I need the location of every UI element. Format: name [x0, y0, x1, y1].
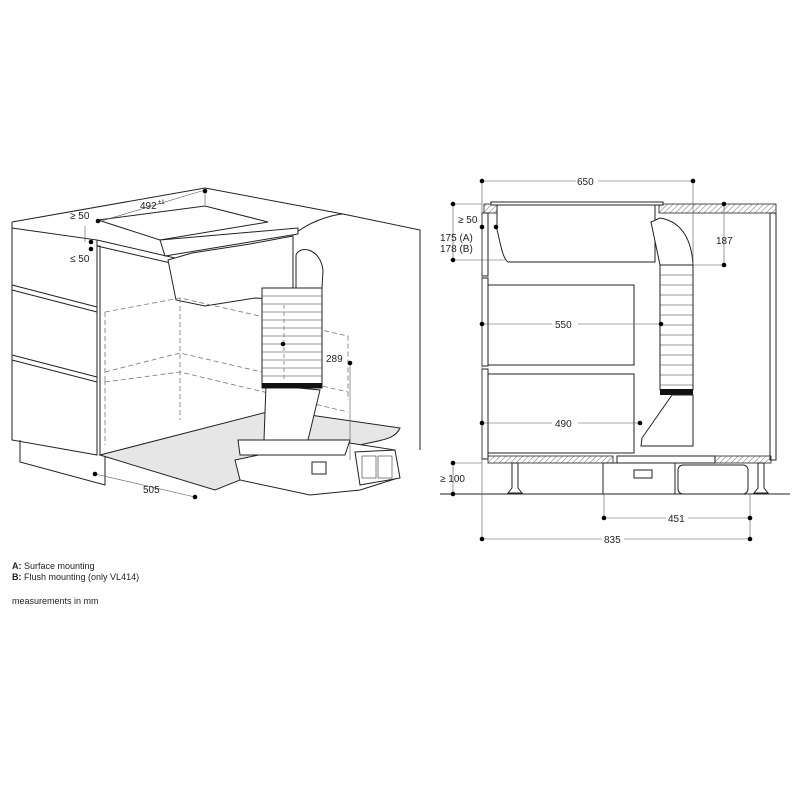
duct-elbow [295, 249, 324, 289]
legend-a: A: Surface mounting [12, 561, 95, 572]
duct-seal [660, 389, 693, 395]
units-note: measurements in mm [12, 596, 99, 606]
plinth [19, 440, 106, 486]
dim-178: 178 (B) [440, 244, 473, 255]
drawer-front-lower [481, 368, 489, 460]
base-left [487, 455, 614, 464]
dim-min-top: ≥ 50 [70, 211, 90, 222]
cabinet-side [97, 245, 101, 455]
duct-outlet [677, 464, 749, 495]
connector [311, 461, 327, 475]
dim-width-tolerance: ±1 [158, 200, 165, 206]
dim-height: 289 [326, 354, 343, 365]
worktop-right [658, 203, 777, 214]
foot-right [752, 462, 770, 494]
hob-body [496, 204, 656, 263]
dim-650: 650 [577, 177, 594, 188]
dim-min-50: ≥ 50 [458, 215, 478, 226]
legend-b-text: Flush mounting (only VL414) [24, 572, 140, 582]
duct-ribs [660, 274, 693, 386]
dim-max-top: ≤ 50 [70, 254, 90, 265]
duct-transition [640, 394, 694, 447]
legend-a-key: A: [12, 561, 22, 571]
dim-width: 492 [140, 201, 157, 212]
duct-elbow [650, 217, 694, 266]
hob-glass [159, 227, 299, 257]
duct-ribs [262, 295, 322, 377]
perspective-view: 492 ±1 ≥ 50 ≤ 50 289 505 [11, 187, 421, 500]
legend-b: B: Flush mounting (only VL414) [12, 572, 139, 583]
side-panel-top [481, 212, 489, 277]
drawer-lines [11, 284, 98, 383]
flex-duct [261, 287, 323, 389]
legend-b-key: B: [12, 572, 22, 582]
dim-490: 490 [555, 419, 572, 430]
cabinet-back [769, 212, 777, 461]
dim-835: 835 [604, 535, 621, 546]
duct-seal [262, 383, 322, 388]
section-view: 650 ≥ 50 175 (A) 178 (B) 187 550 490 ≥ 1… [440, 175, 790, 546]
dim-175: 175 (A) [440, 233, 473, 244]
dim-187: 187 [716, 236, 733, 247]
foot-left [506, 462, 524, 494]
dim-451: 451 [668, 514, 685, 525]
flex-duct [659, 264, 694, 391]
dim-550: 550 [555, 320, 572, 331]
drawer-lower [487, 373, 635, 454]
legend-a-text: Surface mounting [24, 561, 95, 571]
base-right [714, 455, 772, 464]
dim-min-100: ≥ 100 [440, 474, 465, 485]
dim-depth: 505 [143, 485, 160, 496]
connector [633, 469, 653, 479]
hob-top [97, 205, 269, 241]
duct-outlet [354, 449, 401, 486]
